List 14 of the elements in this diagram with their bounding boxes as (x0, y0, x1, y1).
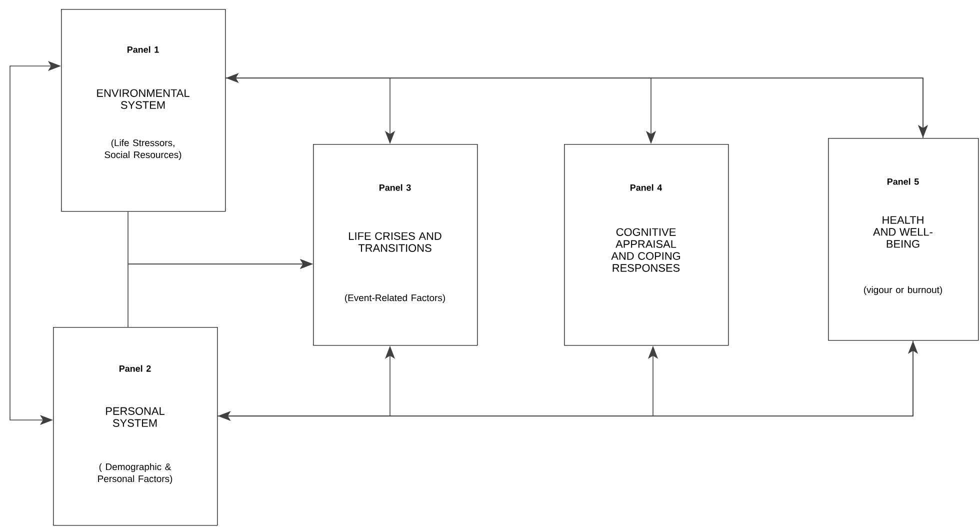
panel-title: PERSONAL SYSTEM (106, 407, 164, 427)
panel-note: (vigour or burnout) (864, 286, 942, 296)
panel-title: COGNITIVE APPRAISAL AND COPING RESPONSES (611, 228, 680, 272)
panel-label: Panel 5 (887, 178, 919, 185)
panel-note: (Event-Related Factors) (345, 294, 445, 303)
panel-label: Panel 2 (119, 365, 151, 372)
panel-label: Panel 1 (127, 46, 159, 53)
panel-label: Panel 4 (630, 184, 662, 191)
panel-note: ( Demographic & Personal Factors) (98, 463, 172, 484)
panel-title: LIFE CRISES AND TRANSITIONS (349, 232, 442, 252)
panel-title: HEALTH AND WELL-BEING (873, 216, 932, 248)
panel-note: (Life Stressors, Social Resources) (104, 139, 182, 160)
panel-label: Panel 3 (379, 184, 411, 191)
panel-title: ENVIRONMENTAL SYSTEM (97, 89, 190, 109)
